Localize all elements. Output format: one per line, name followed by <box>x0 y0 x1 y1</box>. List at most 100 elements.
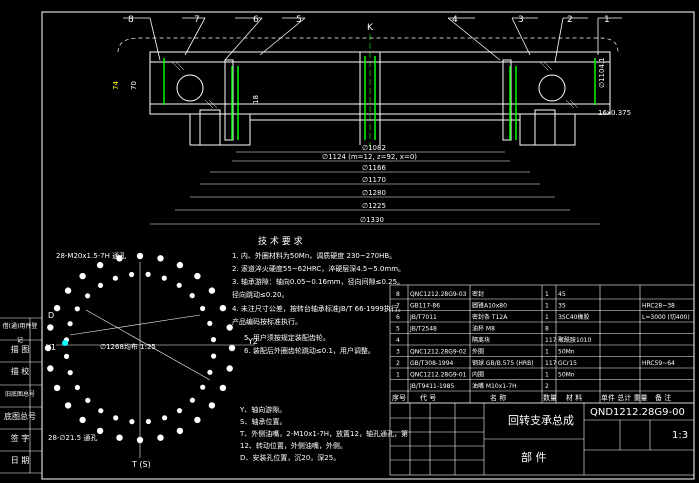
mounting-hole <box>210 337 217 343</box>
bom-cell: GB/T308-1994 <box>410 360 454 367</box>
mounting-hole <box>211 353 217 359</box>
mounting-hole <box>162 415 168 421</box>
balloon-1: 1 <box>604 15 610 25</box>
mounting-hole <box>145 418 151 425</box>
mounting-hole <box>85 293 91 299</box>
mounting-hole <box>194 272 201 280</box>
bom-h-mat: 材 料 <box>566 393 582 402</box>
note-2: S、轴承位置。 <box>240 417 286 426</box>
mounting-hole <box>226 324 233 331</box>
balloon-4: 4 <box>452 15 458 25</box>
tech-req-3: 3. 轴承游隙：轴向0.05~0.16mm，径向间隙≤0.25。 <box>232 277 404 286</box>
bom-cell: 2 <box>396 360 400 367</box>
tech-req-8: 6. 装配后外圈齿轮跳动≤0.1，用户调整。 <box>244 346 375 355</box>
bearing-section <box>117 37 619 146</box>
bom-cell: GCr15 <box>558 360 577 367</box>
bom-cell: 117 <box>545 360 557 367</box>
bom-h-weight: 单件 总计 重量 <box>601 393 647 402</box>
bom-cell: 3SC40橡胶 <box>558 313 589 321</box>
dim-d1225: ∅1225 <box>362 202 386 210</box>
mounting-hole <box>47 365 54 372</box>
mounting-hole <box>194 416 201 424</box>
dim-d1170: ∅1170 <box>362 176 386 184</box>
mounting-hole <box>207 320 213 326</box>
mounting-hole <box>226 365 233 372</box>
mounting-hole <box>200 384 206 390</box>
mounting-hole <box>74 306 80 312</box>
bom-cell: 7 <box>396 303 400 310</box>
bom-cell: JB/T9411-1985 <box>409 383 454 390</box>
mounting-hole <box>67 370 73 376</box>
bom-cell: 5 <box>396 326 400 333</box>
drawing-frame <box>41 11 695 480</box>
bom-cell: 3 <box>396 349 400 356</box>
mounting-hole <box>161 275 167 281</box>
mounting-hole <box>207 369 213 375</box>
side-cell-2: 描 校 <box>10 367 30 376</box>
plan-t-label: T (S) <box>131 460 151 469</box>
mounting-hole <box>157 434 164 441</box>
side-cell-3: 旧底图总号 <box>4 391 35 398</box>
bom-cell: 隔离块 <box>472 336 490 344</box>
mounting-hole <box>112 275 118 281</box>
bom-cell: JB/T7011 <box>409 314 437 321</box>
section-highlights <box>163 56 596 140</box>
mounting-hole <box>63 353 70 359</box>
bom-cell: 1 <box>545 372 549 379</box>
bom-cell: 8 <box>545 326 549 333</box>
dim-d1082: ∅1082 <box>362 144 386 152</box>
mounting-hole <box>85 397 91 403</box>
tech-req-4: 径向跳动≤0.20。 <box>232 290 288 299</box>
tech-req-2: 2. 滚道淬火硬度55~62HRC，淬硬层深4.5~5.0mm。 <box>232 264 405 273</box>
dim-d1280: ∅1280 <box>362 189 386 197</box>
mounting-hole <box>67 321 73 327</box>
bom-cell: 35 <box>558 303 566 310</box>
mounting-hole <box>98 408 104 414</box>
mounting-hole <box>176 427 184 435</box>
mounting-hole <box>64 402 72 409</box>
bom-header-row: 序号 代 号 名 称 数量 材 料 单件 总计 重量 备 注 <box>392 393 671 402</box>
note-5: D、安装孔位置，沉20，深25。 <box>240 453 340 462</box>
mounting-hole <box>200 305 206 312</box>
bom-cell: 密封条 T12A <box>472 313 508 321</box>
bom-cell: HRC59~64 <box>642 360 675 367</box>
mounting-hole <box>219 384 227 392</box>
bom-cell: 45 <box>558 291 566 298</box>
tech-req-6: 产品编码按标准执行。 <box>232 317 302 326</box>
side-cell-6: 日 期 <box>10 456 30 465</box>
mounting-hole <box>96 427 104 435</box>
bom-cell: JB/T2548 <box>409 326 437 333</box>
mounting-hole <box>189 397 195 403</box>
bom-cell: 内圈 <box>472 371 484 379</box>
bom-cell: 6 <box>396 314 400 321</box>
mounting-hole <box>116 255 123 262</box>
balloon-2: 2 <box>567 15 573 25</box>
mounting-hole <box>145 271 151 277</box>
balloon-7: 7 <box>194 15 200 25</box>
title-code: QND1212.28G9-00 <box>590 407 685 418</box>
mounting-hole <box>53 304 61 312</box>
dim-d1166: ∅1166 <box>362 164 386 172</box>
mounting-hole <box>79 416 86 424</box>
bom-cell: 1 <box>396 372 400 379</box>
mounting-hole <box>228 344 236 352</box>
bom-cell: 1 <box>545 291 549 298</box>
plan-y1-label: Y1 <box>45 343 56 352</box>
mounting-hole <box>129 271 135 278</box>
bom-cell: 1 <box>545 314 549 321</box>
mounting-hole <box>74 384 80 391</box>
side-panel-grid <box>0 317 42 474</box>
title-name: 回转支承总成 <box>508 413 574 427</box>
dim-right-gap: 16x0.375 <box>598 109 631 117</box>
balloon-6: 6 <box>253 15 259 25</box>
mounting-hole <box>189 293 195 299</box>
hatch-left <box>171 61 579 109</box>
bom-h-qty: 数量 <box>543 393 557 402</box>
mounting-hole <box>176 282 182 288</box>
bom-cell: GB117-86 <box>410 303 440 310</box>
bom-cell: 50Mn <box>558 372 575 379</box>
bom-cell: QNC1212.28G9-03 <box>410 291 467 298</box>
bom-h-index: 序号 <box>392 393 406 402</box>
mounting-hole <box>208 287 216 294</box>
